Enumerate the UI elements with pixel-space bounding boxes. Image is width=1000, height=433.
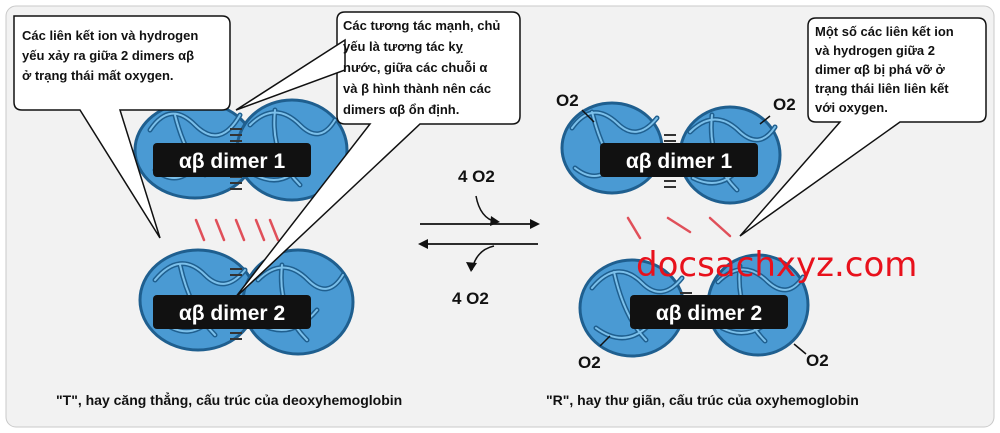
r-dimer2-label: αβ dimer 2 <box>630 295 788 329</box>
callout-line: và hydrogen giữa 2 <box>815 43 935 58</box>
dimer1-label-text: αβ dimer 1 <box>179 150 286 173</box>
dimer2-label-text: αβ dimer 2 <box>179 302 285 325</box>
bond-dash <box>194 218 206 242</box>
t-state-hemoglobin: αβ dimer 1 αβ dimer 2 <box>133 98 355 356</box>
reverse-arrowhead <box>418 239 428 249</box>
callout-left: Các liên kết ion và hydrogen yếu xảy ra … <box>13 15 231 239</box>
callout-line: dimer αβ bị phá vỡ ở <box>815 62 946 77</box>
callout-line: yếu xảy ra giữa 2 dimers αβ <box>22 48 194 63</box>
callout-text: Một số các liên kết ion và hydrogen giữa… <box>815 24 957 115</box>
dimer2-label-text: αβ dimer 2 <box>656 302 762 325</box>
r-state-caption: "R", hay thư giãn, cấu trúc của oxyhemog… <box>546 392 859 408</box>
o2-label: O2 <box>806 351 829 370</box>
bond-dash <box>708 216 732 238</box>
o2-label: O2 <box>773 95 796 114</box>
bond-dash <box>214 218 226 242</box>
callout-bubble <box>234 11 521 299</box>
bond-dash <box>254 218 266 242</box>
dimer1-label-text: αβ dimer 1 <box>626 150 733 173</box>
callout-line: Các liên kết ion và hydrogen <box>22 28 198 43</box>
o2-in-arrowhead <box>490 216 500 226</box>
callout-right: Một số các liên kết ion và hydrogen giữa… <box>739 17 987 237</box>
t-dimer2-label: αβ dimer 2 <box>153 295 311 329</box>
callout-line: Một số các liên kết ion <box>815 24 954 39</box>
equilibrium-arrows: 4 O2 4 O2 <box>418 167 540 308</box>
callout-line: Các tương tác mạnh, chủ <box>343 18 500 33</box>
t-ionic-bonds <box>194 218 280 242</box>
o2-bond-line <box>793 343 807 355</box>
r-state-hemoglobin: O2 O2 O2 O2 αβ dimer 1 αβ dimer 2 <box>556 91 829 372</box>
o2-label: O2 <box>556 91 579 110</box>
callout-line: và β hình thành nên các <box>343 81 491 96</box>
o2-released-label: 4 O2 <box>452 289 489 308</box>
bond-dash <box>666 216 692 234</box>
bond-dash <box>626 216 642 240</box>
callout-bubble <box>739 17 987 237</box>
o2-label: O2 <box>578 353 601 372</box>
callout-line: yếu là tương tác kỵ <box>343 39 464 54</box>
o2-bond-line <box>599 335 611 347</box>
label-box <box>153 295 311 329</box>
o2-bond-line <box>759 115 771 125</box>
callout-line: với oxygen. <box>815 100 888 115</box>
callout-line: dimers αβ ổn định. <box>343 102 459 117</box>
t-dimer1-label: αβ dimer 1 <box>153 143 311 177</box>
callout-line: trạng thái liên liên kết <box>815 81 949 96</box>
t-state-caption: "T", hay căng thẳng, cấu trúc của deoxyh… <box>56 391 402 408</box>
watermark-text: docsachxyz.com <box>636 245 917 285</box>
callout-line: nước, giữa các chuỗi α <box>343 60 487 75</box>
bond-dash <box>234 218 246 242</box>
callout-text: Các tương tác mạnh, chủ yếu là tương tác… <box>343 18 504 117</box>
callout-tail-upper <box>235 38 346 111</box>
label-box <box>153 143 311 177</box>
callout-bubble <box>13 15 231 239</box>
label-box <box>600 143 758 177</box>
o2-labels: O2 O2 O2 O2 <box>556 91 829 372</box>
bond-dash <box>268 218 280 242</box>
o2-out-arrowhead <box>466 262 477 272</box>
callout-center: Các tương tác mạnh, chủ yếu là tương tác… <box>234 11 521 299</box>
label-box <box>630 295 788 329</box>
o2-bond-line <box>581 109 595 123</box>
r-ionic-bonds <box>626 216 732 240</box>
callout-text: Các liên kết ion và hydrogen yếu xảy ra … <box>22 28 202 83</box>
r-dimer1-label: αβ dimer 1 <box>600 143 758 177</box>
o2-bound-label: 4 O2 <box>458 167 495 186</box>
forward-arrowhead <box>530 219 540 229</box>
callout-line: ở trạng thái mất oxygen. <box>22 68 174 83</box>
